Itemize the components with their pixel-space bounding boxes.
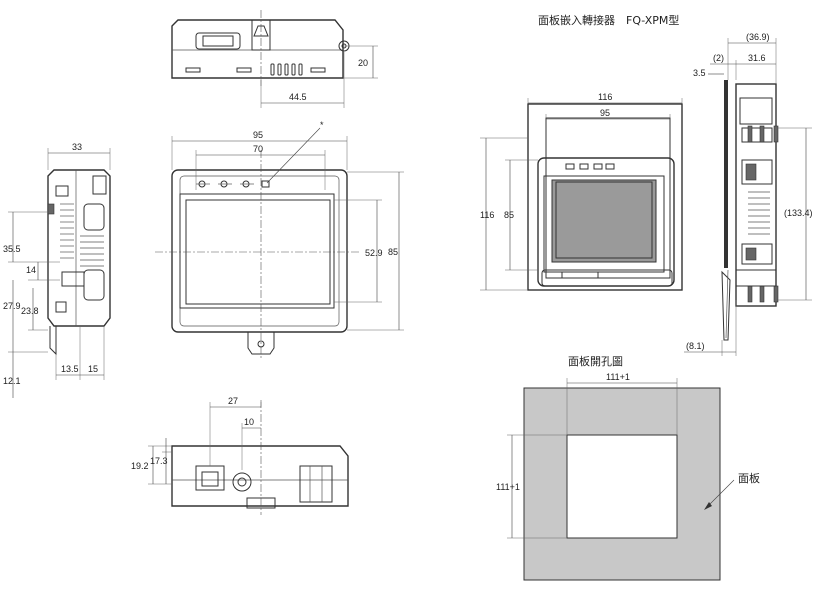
title-panel-cutout: 面板開孔圖: [568, 354, 623, 368]
dim-side-23-8: 23.8: [21, 306, 39, 316]
dim-bottom-17-3: 17.3: [150, 456, 168, 466]
dim-side-14: 14: [26, 265, 36, 275]
dim-cutout-width: 111+1: [606, 372, 630, 382]
adapter-teeth: [748, 191, 770, 235]
panel-label: 面板: [738, 471, 760, 485]
front-view: 95 70 * 52.9 85: [155, 120, 404, 360]
panel-mount-front-view: 面板嵌入轉接器 FQ-XPM型 116 95 116 85: [480, 13, 683, 291]
dim-bottom-19-2: 19.2: [131, 461, 149, 471]
vent-slots: [270, 63, 303, 76]
dim-pms-133-4: (133.4): [784, 208, 813, 218]
dim-pm-116-w: 116: [598, 92, 612, 102]
panel-cutout-view: 面板開孔圖 111+1 111+1 面板: [496, 354, 760, 581]
dim-pms-8-1: (8.1): [686, 341, 705, 351]
dim-top-20: 20: [358, 58, 368, 68]
dim-side-27-9: 27.9: [3, 301, 21, 311]
dim-front-52-9: 52.9: [365, 248, 383, 258]
note-asterisk: *: [320, 120, 324, 130]
dim-pm-95: 95: [600, 108, 610, 118]
dim-pms-31-6: 31.6: [748, 53, 766, 63]
dim-side-13-5: 13.5: [61, 364, 79, 374]
dim-top-44-5: 44.5: [289, 92, 307, 102]
title-panel-mount: 面板嵌入轉接器 FQ-XPM型: [538, 13, 679, 27]
led-indicators: [196, 180, 270, 188]
dim-front-85: 85: [388, 247, 398, 257]
dim-pm-85: 85: [504, 210, 514, 220]
dim-side-33: 33: [72, 142, 82, 152]
dim-side-12-1: 12.1: [3, 376, 21, 386]
dim-bottom-10: 10: [244, 417, 254, 427]
top-view: 20 44.5: [171, 10, 378, 108]
side-vents: [60, 203, 104, 267]
dim-bottom-27: 27: [228, 396, 238, 406]
dim-front-95: 95: [253, 130, 263, 140]
dim-cutout-height: 111+1: [496, 482, 520, 492]
side-view: 33 35.5 14 27.9 23.8 12.1 13.5 15: [3, 142, 111, 398]
bottom-view: 27 10 19.2 17.3: [131, 396, 349, 515]
dim-side-35-5: 35.5: [3, 244, 21, 254]
dim-pm-116-h: 116: [480, 210, 494, 220]
dim-pms-3-5: 3.5: [693, 68, 706, 78]
panel-mount-side-view: (36.9) (2) 31.6 3.5 (133.4) (8.1): [684, 32, 813, 356]
dim-pms-2: (2): [713, 53, 724, 63]
dim-front-70: 70: [253, 144, 263, 154]
dim-side-15: 15: [88, 364, 98, 374]
dim-pms-36-9: (36.9): [746, 32, 770, 42]
